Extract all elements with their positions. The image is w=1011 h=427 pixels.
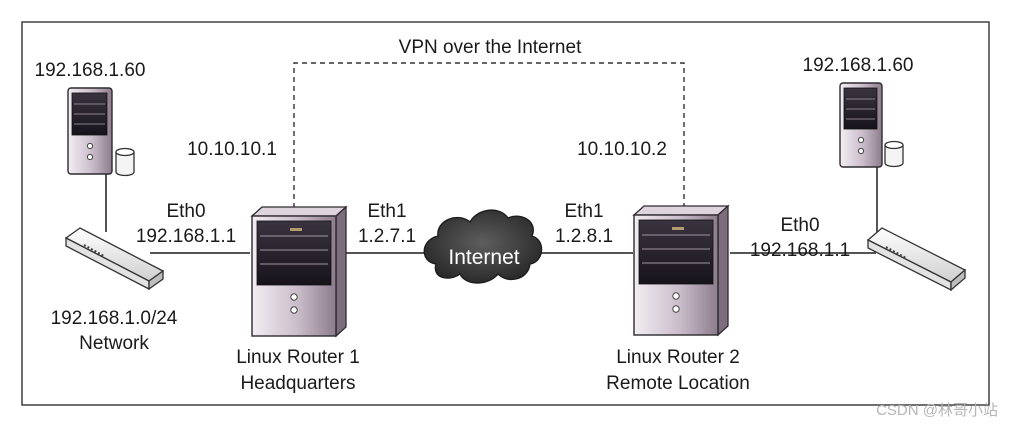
router1-eth0-ip: 192.168.1.1 xyxy=(136,226,236,247)
router2-eth0-ip: 192.168.1.1 xyxy=(750,240,850,261)
router1-eth0-name: Eth0 xyxy=(166,201,205,222)
left-network-name: Network xyxy=(79,333,149,354)
left-switch-icon xyxy=(64,227,165,291)
watermark: CSDN @林哥小站 xyxy=(876,402,998,419)
left-host-ip: 192.168.1.60 xyxy=(35,60,146,81)
router2-eth1-name: Eth1 xyxy=(564,201,603,222)
internet-cloud-icon xyxy=(423,209,543,284)
router2-tunnel-ip: 10.10.10.2 xyxy=(577,139,667,160)
router1-title: Linux Router 1 xyxy=(236,347,360,368)
vpn-label: VPN over the Internet xyxy=(399,37,582,58)
right-host-server-icon xyxy=(839,82,883,168)
router2-eth0-name: Eth0 xyxy=(780,215,819,236)
router1-server-icon xyxy=(250,205,348,338)
router1-eth1-ip: 1.2.7.1 xyxy=(358,226,416,247)
left-network-subnet: 192.168.1.0/24 xyxy=(51,308,178,329)
right-host-database-icon xyxy=(884,140,904,168)
router1-eth1-name: Eth1 xyxy=(367,201,406,222)
router1-subtitle: Headquarters xyxy=(240,373,355,394)
vpn-tunnel-line xyxy=(293,62,685,208)
router2-title: Linux Router 2 xyxy=(616,347,740,368)
router2-server-icon xyxy=(632,204,730,337)
router2-eth1-ip: 1.2.8.1 xyxy=(555,226,613,247)
diagram-border xyxy=(21,21,990,406)
router1-tunnel-ip: 10.10.10.1 xyxy=(187,139,277,160)
internet-label: Internet xyxy=(448,246,519,269)
right-switch-icon xyxy=(866,227,967,292)
left-host-database-icon xyxy=(115,147,135,177)
router2-subtitle: Remote Location xyxy=(606,373,750,394)
right-host-ip: 192.168.1.60 xyxy=(803,55,914,76)
left-host-server-icon xyxy=(67,87,113,175)
